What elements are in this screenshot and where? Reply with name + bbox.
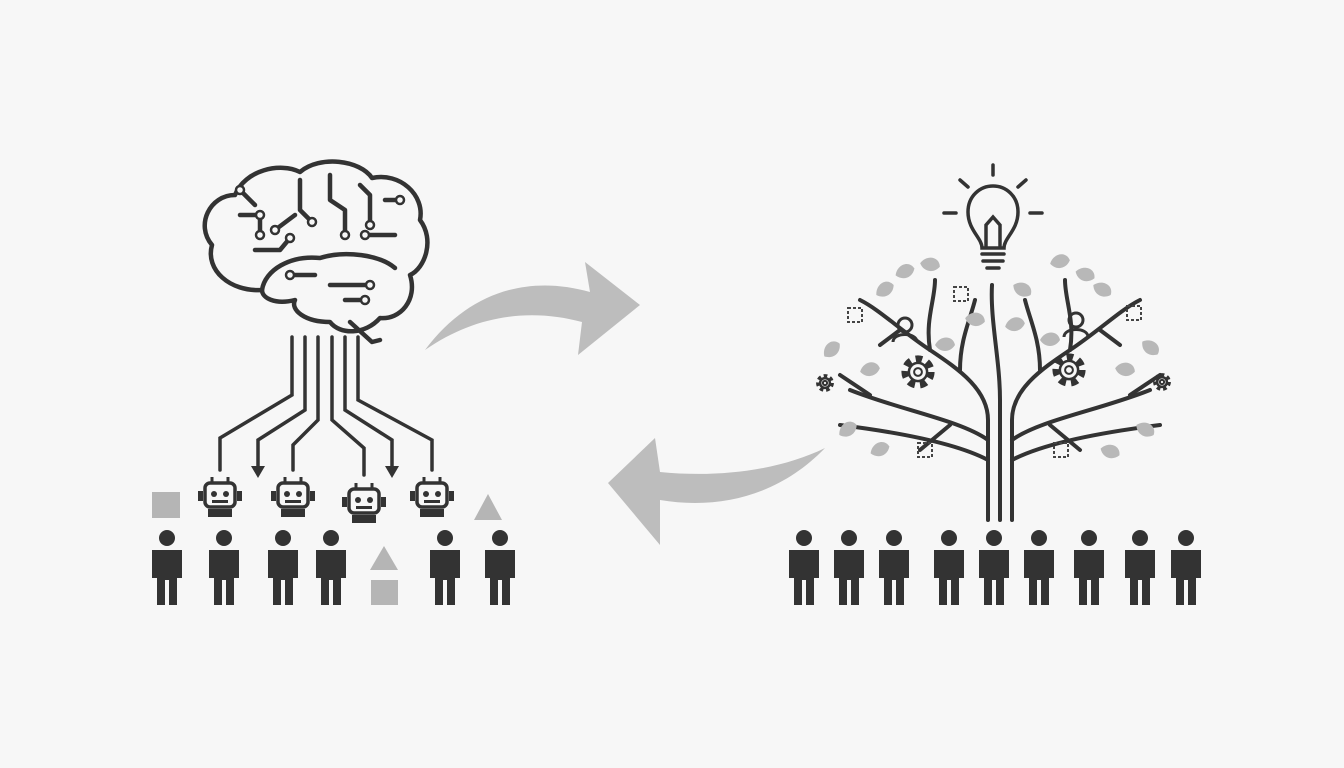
leaf-icon — [1136, 422, 1155, 437]
robot-icon — [410, 477, 454, 517]
person-icon — [1074, 530, 1104, 605]
leaf-icon — [1013, 282, 1032, 297]
robot-icon — [271, 477, 315, 517]
leaf-icon — [920, 257, 940, 272]
people-group-left — [152, 530, 515, 605]
leaf-icon — [1100, 444, 1120, 459]
square-shape — [152, 492, 180, 518]
leaf-icon — [876, 281, 894, 297]
badge-icons — [847, 286, 1142, 458]
user-icons — [891, 311, 1090, 343]
leaf-icon — [870, 441, 890, 457]
person-icon — [934, 530, 964, 605]
person-icon — [1125, 530, 1155, 605]
gear-icon — [1153, 373, 1171, 391]
gear-icon — [1052, 353, 1086, 387]
robot-group — [198, 477, 454, 523]
person-icon — [209, 530, 239, 605]
connection-lines — [218, 335, 434, 477]
gear-icon — [901, 355, 935, 389]
leaf-icon — [1093, 282, 1112, 297]
person-icon — [1024, 530, 1054, 605]
person-icon — [430, 530, 460, 605]
leaf-icon — [823, 341, 840, 358]
leaf-icon — [935, 337, 955, 351]
robot-icon — [198, 477, 242, 517]
arrowheads-down — [251, 466, 399, 478]
gray-shapes — [152, 492, 502, 605]
triangle-shape — [474, 494, 502, 520]
person-icon — [316, 530, 346, 605]
cycle-arrow-icon — [425, 262, 825, 545]
person-icon — [789, 530, 819, 605]
leaf-icon — [895, 263, 915, 279]
leaf-group — [823, 254, 1159, 459]
leaf-icon — [1040, 332, 1060, 346]
leaf-icon — [965, 312, 985, 327]
person-icon — [879, 530, 909, 605]
person-icon — [485, 530, 515, 605]
leaf-icon — [1142, 340, 1159, 356]
arrow-left — [608, 438, 825, 545]
leaf-icon — [839, 421, 857, 437]
gear-icon — [816, 374, 834, 392]
leaf-icon — [1050, 254, 1070, 269]
robot-icon — [342, 483, 386, 523]
brain-circuit-nodes — [234, 184, 406, 306]
lightbulb-icon — [942, 163, 1044, 270]
person-icon — [979, 530, 1009, 605]
person-icon — [834, 530, 864, 605]
leaf-icon — [1005, 317, 1025, 332]
person-icon — [268, 530, 298, 605]
leaf-icon — [1075, 267, 1095, 282]
arrow-right — [425, 262, 640, 355]
people-group-right — [789, 530, 1201, 605]
person-icon — [152, 530, 182, 605]
triangle-shape — [370, 546, 398, 570]
tree-icon — [838, 278, 1162, 522]
square-shape — [371, 580, 398, 605]
leaf-icon — [860, 362, 880, 377]
leaf-icon — [1115, 362, 1135, 377]
person-icon — [1171, 530, 1201, 605]
